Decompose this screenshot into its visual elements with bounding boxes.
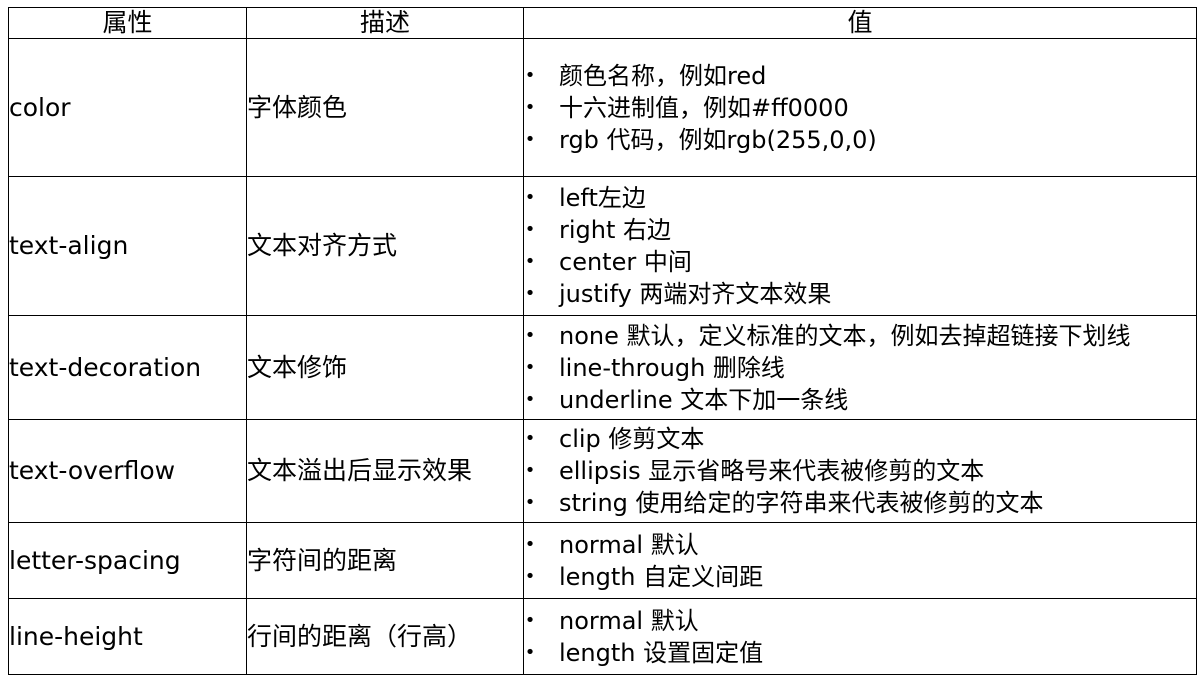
table-row: text-overflow 文本溢出后显示效果 • clip 修剪文本 • elli… <box>8 419 1197 523</box>
property-cell: text-overflow <box>8 419 247 523</box>
value-list: • 颜色名称，例如red • 十六进制值，例如#ff0000 • rgb 代码，例如r… <box>524 60 1196 156</box>
description-cell: 行间的距离（行高） <box>246 598 524 675</box>
value-item: • string 使用给定的字符串来代表被修剪的文本 <box>524 487 1196 519</box>
bullet-icon: • <box>524 187 536 208</box>
value-text: clip 修剪文本 <box>559 425 705 453</box>
value-list: • normal 默认 • length 设置固定值 <box>524 605 1196 669</box>
property-cell: text-align <box>8 176 247 316</box>
table-row: color 字体颜色 • 颜色名称，例如red • 十六进制值，例如#ff0000 … <box>8 38 1197 177</box>
value-text: center 中间 <box>559 248 692 276</box>
bullet-icon: • <box>524 283 536 304</box>
bullet-icon: • <box>524 428 536 449</box>
property-cell: letter-spacing <box>8 522 247 599</box>
value-item: • ellipsis 显示省略号来代表被修剪的文本 <box>524 455 1196 487</box>
table-row: text-align 文本对齐方式 • left左边 • right 右边 • cen… <box>8 176 1197 316</box>
value-item: • normal 默认 <box>524 605 1196 637</box>
value-item: • length 设置固定值 <box>524 637 1196 669</box>
header-description: 描述 <box>246 7 524 39</box>
description-cell: 文本对齐方式 <box>246 176 524 316</box>
bullet-icon: • <box>524 96 536 118</box>
value-item: • line-through 删除线 <box>524 352 1196 384</box>
value-item: • 颜色名称，例如red <box>524 60 1196 92</box>
value-text: normal 默认 <box>559 530 699 559</box>
value-list: • left左边 • right 右边 • center 中间 • justify 两端… <box>524 182 1196 310</box>
value-text: normal 默认 <box>559 606 699 635</box>
bullet-icon: • <box>524 128 536 150</box>
value-item: • justify 两端对齐文本效果 <box>524 278 1196 310</box>
value-item: • normal 默认 <box>524 529 1196 561</box>
value-text: ellipsis 显示省略号来代表被修剪的文本 <box>559 457 985 485</box>
value-item: • none 默认，定义标准的文本，例如去掉超链接下划线 <box>524 320 1196 352</box>
value-item: • clip 修剪文本 <box>524 423 1196 455</box>
bullet-icon: • <box>524 609 536 631</box>
value-cell: • normal 默认 • length 自定义间距 <box>523 522 1197 599</box>
value-text: left左边 <box>559 184 646 212</box>
value-list: • normal 默认 • length 自定义间距 <box>524 529 1196 593</box>
table-row: text-decoration 文本修饰 • none 默认，定义标准的文本，例如… <box>8 315 1197 420</box>
value-cell: • normal 默认 • length 设置固定值 <box>523 598 1197 675</box>
value-item: • length 自定义间距 <box>524 561 1196 593</box>
bullet-icon: • <box>524 460 536 481</box>
value-text: rgb 代码，例如rgb(255,0,0) <box>559 125 877 154</box>
css-text-properties-table: 属性 描述 值 color 字体颜色 • 颜色名称，例如red • 十六进制值，例如… <box>8 7 1197 675</box>
description-cell: 文本溢出后显示效果 <box>246 419 524 523</box>
property-cell: line-height <box>8 598 247 675</box>
value-item: • rgb 代码，例如rgb(255,0,0) <box>524 124 1196 156</box>
bullet-icon: • <box>524 641 536 663</box>
bullet-icon: • <box>524 251 536 272</box>
value-cell: • none 默认，定义标准的文本，例如去掉超链接下划线 • line-throug… <box>523 315 1197 420</box>
value-item: • 十六进制值，例如#ff0000 <box>524 92 1196 124</box>
bullet-icon: • <box>524 533 536 555</box>
bullet-icon: • <box>524 219 536 240</box>
value-text: underline 文本下加一条线 <box>559 385 849 414</box>
value-item: • left左边 <box>524 182 1196 214</box>
description-cell: 文本修饰 <box>246 315 524 420</box>
bullet-icon: • <box>524 324 536 346</box>
value-list: • none 默认，定义标准的文本，例如去掉超链接下划线 • line-throug… <box>524 320 1196 416</box>
bullet-icon: • <box>524 388 536 410</box>
property-cell: text-decoration <box>8 315 247 420</box>
value-text: line-through 删除线 <box>559 353 785 382</box>
value-text: length 自定义间距 <box>559 562 764 591</box>
description-cell: 字体颜色 <box>246 38 524 177</box>
header-property: 属性 <box>8 7 247 39</box>
value-text: 颜色名称，例如red <box>559 61 767 90</box>
bullet-icon: • <box>524 492 536 513</box>
value-text: none 默认，定义标准的文本，例如去掉超链接下划线 <box>559 321 1131 350</box>
value-text: length 设置固定值 <box>559 638 764 667</box>
table-row: line-height 行间的距离（行高） • normal 默认 • length… <box>8 598 1197 675</box>
bullet-icon: • <box>524 565 536 587</box>
value-text: string 使用给定的字符串来代表被修剪的文本 <box>559 489 1044 517</box>
value-cell: • left左边 • right 右边 • center 中间 • justify 两端… <box>523 176 1197 316</box>
property-cell: color <box>8 38 247 177</box>
table-row: letter-spacing 字符间的距离 • normal 默认 • length… <box>8 522 1197 599</box>
value-list: • clip 修剪文本 • ellipsis 显示省略号来代表被修剪的文本 • str… <box>524 423 1196 519</box>
value-text: 十六进制值，例如#ff0000 <box>559 93 849 122</box>
value-text: right 右边 <box>559 216 672 244</box>
description-cell: 字符间的距离 <box>246 522 524 599</box>
header-row: 属性 描述 值 <box>8 7 1197 39</box>
value-item: • center 中间 <box>524 246 1196 278</box>
bullet-icon: • <box>524 64 536 86</box>
value-item: • underline 文本下加一条线 <box>524 384 1196 416</box>
value-text: justify 两端对齐文本效果 <box>559 280 832 308</box>
bullet-icon: • <box>524 356 536 378</box>
value-cell: • 颜色名称，例如red • 十六进制值，例如#ff0000 • rgb 代码，例如r… <box>523 38 1197 177</box>
header-value: 值 <box>523 7 1197 39</box>
value-cell: • clip 修剪文本 • ellipsis 显示省略号来代表被修剪的文本 • str… <box>523 419 1197 523</box>
value-item: • right 右边 <box>524 214 1196 246</box>
